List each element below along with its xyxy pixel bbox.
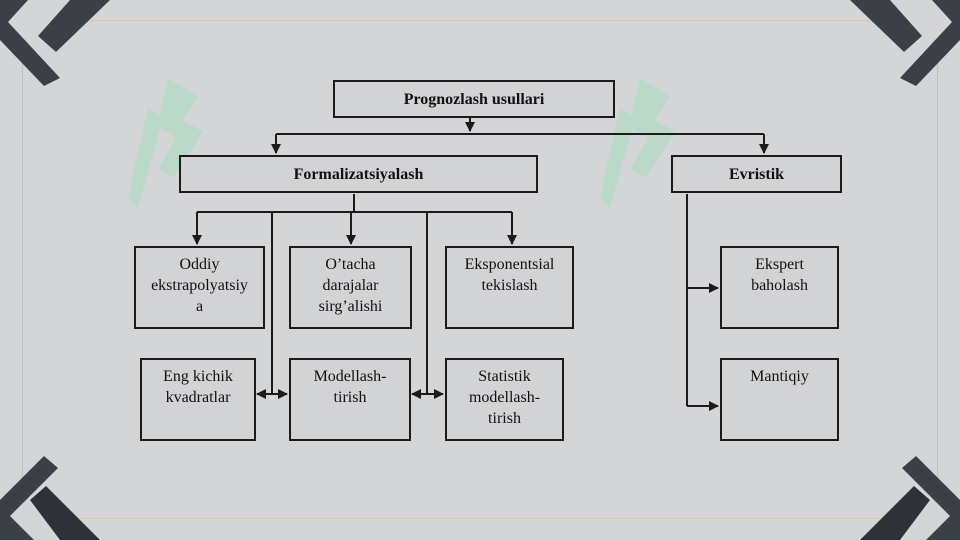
node-eksponentsial-tekislash-label: Eksponentsial tekislash [464, 256, 555, 294]
node-statistik-modellashtirish: Statistik modellash- tirish [445, 358, 564, 441]
corner-ornament-top-right [850, 0, 960, 86]
node-ekspert-baholash: Ekspert baholash [720, 246, 839, 329]
corner-ornament-bottom-right [860, 456, 960, 540]
brand-logo-watermark-icon [128, 78, 203, 208]
node-formalizatsiyalash-label: Formalizatsiyalash [293, 165, 424, 183]
node-eng-kichik-kvadratlar: Eng kichik kvadratlar [140, 358, 256, 441]
node-statistik-modellashtirish-label: Statistik modellash- tirish [468, 368, 541, 427]
frame-bottom-line [50, 518, 910, 519]
frame-top-line [50, 20, 910, 21]
node-eksponentsial-tekislash: Eksponentsial tekislash [445, 246, 574, 329]
node-modellashtirish-label: Modellash- tirish [313, 368, 387, 406]
node-mantiqiy: Mantiqiy [720, 358, 839, 441]
node-root-label: Prognozlash usullari [403, 90, 545, 108]
node-evristik: Evristik [671, 155, 842, 193]
node-otacha-darajalar: O’tacha darajalar sirg’alishi [289, 246, 412, 329]
node-ekspert-baholash-label: Ekspert baholash [751, 256, 808, 294]
node-otacha-darajalar-label: O’tacha darajalar sirg’alishi [318, 256, 383, 315]
node-root: Prognozlash usullari [333, 80, 615, 118]
node-mantiqiy-label: Mantiqiy [750, 368, 809, 385]
corner-ornament-bottom-left [0, 456, 100, 540]
frame-left-line [22, 60, 23, 480]
corner-ornament-top-left [0, 0, 110, 86]
node-oddiy-ekstrapolyatsiya-label: Oddiy ekstrapolyatsiy a [151, 256, 248, 315]
node-oddiy-ekstrapolyatsiya: Oddiy ekstrapolyatsiy a [134, 246, 265, 329]
node-evristik-label: Evristik [728, 165, 785, 183]
frame-right-line [937, 60, 938, 480]
node-eng-kichik-kvadratlar-label: Eng kichik kvadratlar [163, 368, 233, 406]
node-formalizatsiyalash: Formalizatsiyalash [179, 155, 538, 193]
node-modellashtirish: Modellash- tirish [289, 358, 411, 441]
